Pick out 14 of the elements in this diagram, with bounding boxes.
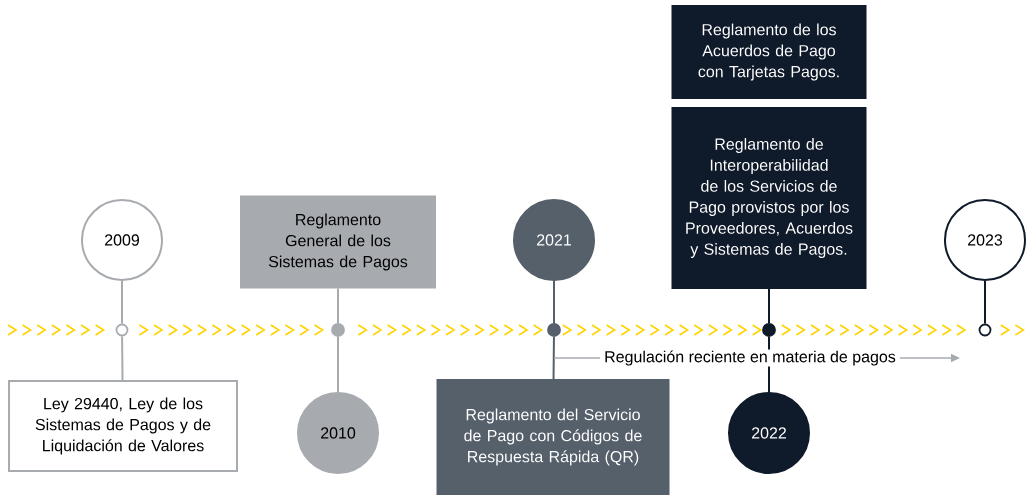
regulation-box: Reglamento General de los Sistemas de Pagos	[240, 195, 436, 289]
connector-line	[337, 335, 339, 393]
connector-line	[121, 335, 124, 381]
connector-line	[984, 280, 986, 325]
regulation-box: Reglamento de Interoperabilidad de los Servicios de Pago provistos por los Proveedores, Acuerdos y Sistemas de Pagos.	[671, 107, 867, 289]
connector-line	[553, 280, 555, 325]
connector-line	[337, 287, 339, 325]
regulation-box: Ley 29440, Ley de los Sistemas de Pagos y de Liquidación de Valores	[8, 380, 238, 472]
regulation-box: Reglamento de los Acuerdos de Pago con Tarjetas Pagos.	[671, 5, 867, 99]
connector-line	[121, 280, 123, 325]
arrow-label: Regulación reciente en materia de pagos	[600, 349, 900, 367]
connector-line	[768, 288, 770, 325]
regulation-box: Reglamento del Servicio de Pago con Códigos de Respuesta Rápida (QR)	[436, 379, 670, 495]
connector-line	[552, 335, 555, 380]
